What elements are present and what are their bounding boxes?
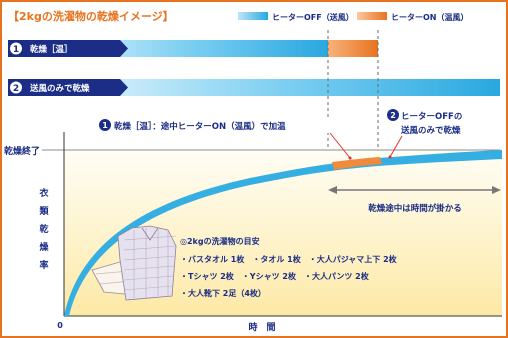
laundry-pile-icon — [91, 225, 177, 301]
annotation2-background — [386, 106, 482, 136]
laundry-box-title: ◎2kgの洗濯物の目安 — [180, 236, 260, 246]
legend-swatch-heater-on — [357, 12, 387, 20]
annotation1-background — [98, 117, 334, 133]
step1-orange-bar — [328, 40, 378, 57]
annotation1-leader-dot — [348, 156, 352, 160]
annotation2-line1: ヒーターOFFの — [401, 111, 462, 122]
y-axis-label-char: 類 — [38, 205, 49, 217]
laundry-item-line: ・Tシャツ 2枚 ・Yシャツ 2枚 ・大人パンツ 2枚 — [180, 271, 369, 281]
duration-arrow-left-head — [328, 186, 337, 194]
annotation2-line2: 送風のみで乾燥 — [400, 125, 461, 136]
step2-number: 2 — [13, 84, 19, 94]
duration-arrow-right-head — [492, 186, 501, 194]
annotation2-number: 2 — [390, 111, 396, 120]
finish-label: 乾燥終了 — [4, 145, 40, 157]
origin-label: 0 — [57, 321, 63, 330]
step1-number-badge — [10, 42, 22, 55]
annotation1-number: 1 — [102, 121, 108, 130]
annotation1-number-badge — [99, 119, 111, 131]
step2-blue-bar — [8, 79, 500, 96]
step1-label-arrow — [8, 40, 128, 57]
step2-label-arrow — [8, 79, 128, 96]
annotation1-text: 乾燥［温］：途中ヒーターON（温風）で加温 — [114, 121, 286, 132]
laundry-item-line: ・バスタオル 1枚 ・タオル 1枚 ・大人パジャマ上下 2枚 — [180, 254, 397, 264]
step1-number: 1 — [13, 45, 19, 55]
step2-label: 送風のみで乾燥 — [29, 83, 90, 94]
diagram-title: 【2kgの洗濯物の乾燥イメージ】 — [8, 9, 174, 23]
duration-label: 乾燥途中は時間が掛かる — [368, 203, 462, 214]
y-axis-label-char: 率 — [39, 259, 48, 271]
x-axis-label: 時 間 — [248, 321, 275, 333]
y-axis-label-char: 乾 — [39, 223, 48, 235]
legend-label-heater-off: ヒーターOFF（送風） — [272, 12, 354, 22]
annotation2-number-badge — [387, 109, 399, 121]
legend-label-heater-on: ヒーターON（温風） — [391, 12, 469, 22]
step1-label: 乾燥［温］ — [30, 44, 73, 55]
step2-number-badge — [10, 81, 22, 94]
annotation1-leader — [329, 132, 351, 159]
annotation2-leader — [389, 135, 403, 158]
legend-swatch-heater-off — [238, 12, 268, 20]
annotation2-leader-dot — [388, 155, 392, 159]
y-axis-label-char: 衣 — [39, 187, 48, 199]
drying-curve-heater-on-segment — [332, 157, 382, 170]
laundry-item-line: ・大人靴下 2足（4枚） — [180, 288, 266, 298]
y-axis-label-char: 燥 — [39, 241, 49, 253]
